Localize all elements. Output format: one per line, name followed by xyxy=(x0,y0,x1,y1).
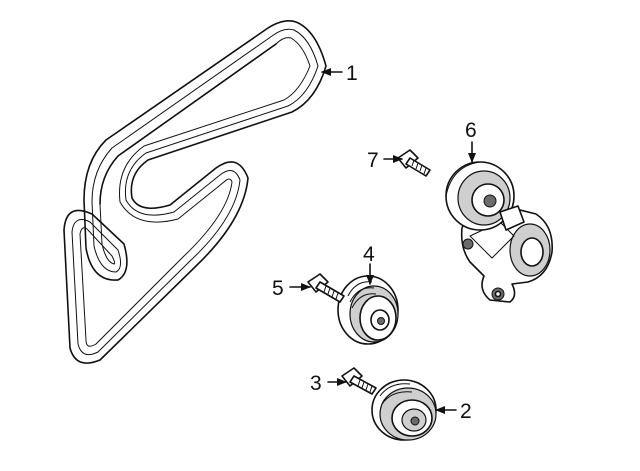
callout-4-label: 4 xyxy=(363,243,375,266)
serpentine-belt xyxy=(63,20,327,364)
bolt-7 xyxy=(397,149,431,177)
callout-6-label: 6 xyxy=(465,119,477,142)
idler-pulley-4 xyxy=(337,275,399,345)
callout-3-label: 3 xyxy=(310,372,322,395)
callout-5-label: 5 xyxy=(272,277,284,300)
idler-pulley-2 xyxy=(371,379,437,441)
callout-7-label: 7 xyxy=(367,149,379,172)
bolt-3 xyxy=(341,367,377,395)
callout-1-label: 1 xyxy=(346,62,358,85)
callout-2-label: 2 xyxy=(460,400,472,423)
belt-tensioner xyxy=(445,161,553,303)
bolt-5 xyxy=(307,273,345,303)
